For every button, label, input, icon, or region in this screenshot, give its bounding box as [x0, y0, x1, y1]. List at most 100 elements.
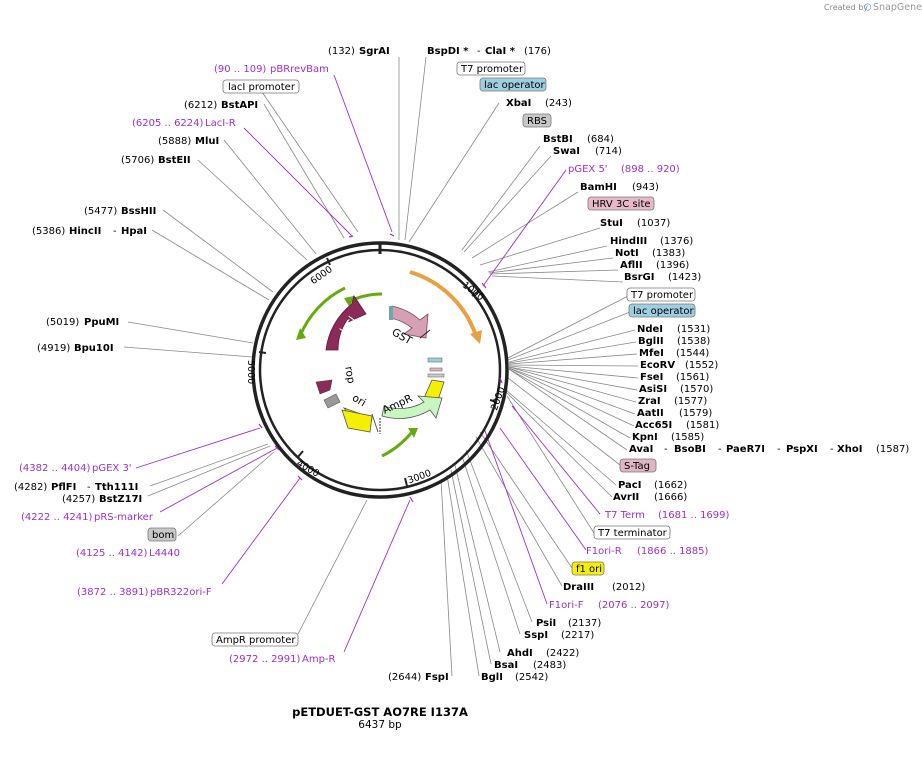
ppumi-position: (5019) [46, 317, 79, 328]
avrii-label[interactable]: AvrII [613, 492, 639, 503]
bsobi-label[interactable]: BsoBI [674, 444, 706, 455]
draiii-label[interactable]: DraIII [563, 582, 594, 593]
aflii-label[interactable]: AflII [620, 260, 643, 271]
bgli-label[interactable]: BglI [481, 672, 503, 683]
laci-gene-arrow[interactable] [325, 295, 367, 351]
paer7i-label[interactable]: PaeR7I [726, 444, 765, 455]
bpu10i-position: (4919) [37, 343, 70, 354]
sspi-label[interactable]: SspI [524, 630, 548, 641]
bglii-position: (1538) [677, 336, 710, 347]
lac-operator-badge-1[interactable] [479, 77, 547, 92]
pflfi-label[interactable]: PflFI [51, 482, 76, 493]
noti-label[interactable]: NotI [615, 248, 639, 259]
map-title: pETDUET-GST AO7RE I137A [292, 705, 468, 719]
f1ori-r-label[interactable]: F1ori-R [586, 546, 622, 557]
ori-block [341, 409, 373, 433]
laci-promoter-badge[interactable] [222, 79, 300, 94]
bspdi-position: (176) [524, 46, 551, 57]
t7-terminator-badge[interactable] [593, 525, 671, 540]
laci-r-label[interactable]: LacI-R [205, 118, 236, 129]
bamhi-label[interactable]: BamHI [580, 182, 617, 193]
f1-ori-label: f1 ori [576, 564, 602, 575]
xbai-label[interactable]: XbaI [506, 98, 531, 109]
bsshii-label[interactable]: BssHII [121, 206, 156, 217]
hrv-3c-site-label: HRV 3C site [592, 199, 651, 210]
rop-gene-arrow[interactable] [315, 379, 333, 395]
ampr-promoter-badge[interactable] [211, 632, 299, 647]
hincii-label[interactable]: HincII [69, 226, 101, 237]
fspi-label[interactable]: FspI [425, 672, 449, 683]
t7-term-label[interactable]: T7 Term [604, 510, 645, 521]
gst-tag-segment [389, 306, 393, 320]
swai-label[interactable]: SwaI [553, 146, 580, 157]
tick-marks [258, 257, 498, 487]
mlui-label[interactable]: MluI [195, 136, 219, 147]
ampr-promoter-arc [381, 431, 414, 458]
fsei-label[interactable]: FseI [640, 372, 663, 383]
amp-r-label[interactable]: Amp-R [302, 654, 336, 665]
fsei-position: (1561) [676, 372, 709, 383]
hpai-label[interactable]: HpaI [121, 226, 147, 237]
t7-promoter-badge-2[interactable] [626, 287, 696, 302]
bgli-position: (2542) [515, 672, 548, 683]
separator: - [777, 444, 781, 455]
asisi-label[interactable]: AsiSI [639, 384, 667, 395]
tth111i-label[interactable]: Tth111I [95, 482, 138, 493]
hrv-3c-site-badge[interactable] [587, 196, 655, 211]
ampr-gene-arrow[interactable] [381, 395, 443, 419]
bstbi-label[interactable]: BstBI [543, 134, 573, 145]
pbrrevbam-label[interactable]: pBRrevBam [270, 64, 329, 75]
f1-ori-badge[interactable] [571, 561, 605, 576]
rbs-badge[interactable] [522, 113, 552, 128]
xhoi-label[interactable]: XhoI [837, 444, 862, 455]
ahdi-label[interactable]: AhdI [507, 648, 533, 659]
s-tag-bar [429, 367, 443, 372]
laci-promoter-arrow-icon [296, 328, 306, 340]
pspxi-label[interactable]: PspXI [786, 444, 818, 455]
hindiii-label[interactable]: HindIII [610, 236, 647, 247]
paci-label[interactable]: PacI [618, 480, 641, 491]
f1ori-f-label[interactable]: F1ori-F [549, 600, 584, 611]
bstapi-label[interactable]: BstAPI [221, 100, 258, 111]
sgrai-label[interactable]: SgrAI [359, 46, 390, 57]
l4440-label[interactable]: L4440 [149, 548, 180, 559]
t7-promoter-badge[interactable] [456, 61, 526, 76]
kpni-label[interactable]: KpnI [632, 432, 658, 443]
bom-badge[interactable] [147, 527, 177, 542]
bsai-label[interactable]: BsaI [494, 660, 518, 671]
lac-operator-badge-2[interactable] [628, 303, 696, 318]
bspdi-label[interactable]: BspDI * [427, 46, 469, 57]
t7-terminator-label: T7 terminator [597, 528, 668, 539]
ecorv-label[interactable]: EcoRV [640, 360, 675, 371]
avai-label[interactable]: AvaI [629, 444, 653, 455]
f1ori-f-position: (2076 .. 2097) [598, 600, 670, 611]
s-tag-badge[interactable] [619, 458, 657, 473]
stui-label[interactable]: StuI [600, 218, 623, 229]
bstz17i-label[interactable]: BstZ17I [99, 494, 142, 505]
ppumi-label[interactable]: PpuMI [84, 317, 119, 328]
map-length: 6437 bp [358, 719, 402, 731]
prs-marker-label[interactable]: pRS-marker [94, 512, 154, 523]
gst-gene-arrow[interactable] [389, 305, 429, 339]
avrii-position: (1666) [654, 492, 687, 503]
bglii-label[interactable]: BglII [638, 336, 664, 347]
pbr322ori-f-label[interactable]: pBR322ori-F [150, 587, 212, 598]
sspi-position: (2217) [561, 630, 594, 641]
pgex5-label[interactable]: pGEX 5' [568, 164, 608, 175]
ndei-label[interactable]: NdeI [637, 324, 663, 335]
mfei-label[interactable]: MfeI [639, 348, 664, 359]
psii-label[interactable]: PsiI [536, 618, 556, 629]
bsrgi-label[interactable]: BsrGI [624, 272, 654, 283]
laci-promoter-label: lacI promoter [228, 82, 296, 93]
pgex3-label[interactable]: pGEX 3' [92, 463, 132, 474]
bamhi-position: (943) [632, 182, 659, 193]
aatii-position: (1579) [679, 408, 712, 419]
clai-label[interactable]: ClaI * [485, 46, 516, 57]
noti-position: (1383) [652, 248, 685, 259]
aatii-label[interactable]: AatII [637, 408, 664, 419]
bpu10i-label[interactable]: Bpu10I [74, 343, 114, 354]
f1ori-r-position: (1866 .. 1885) [637, 546, 709, 557]
zrai-label[interactable]: ZraI [638, 396, 661, 407]
acc65i-label[interactable]: Acc65I [635, 420, 672, 431]
bsteii-label[interactable]: BstEII [158, 155, 191, 166]
